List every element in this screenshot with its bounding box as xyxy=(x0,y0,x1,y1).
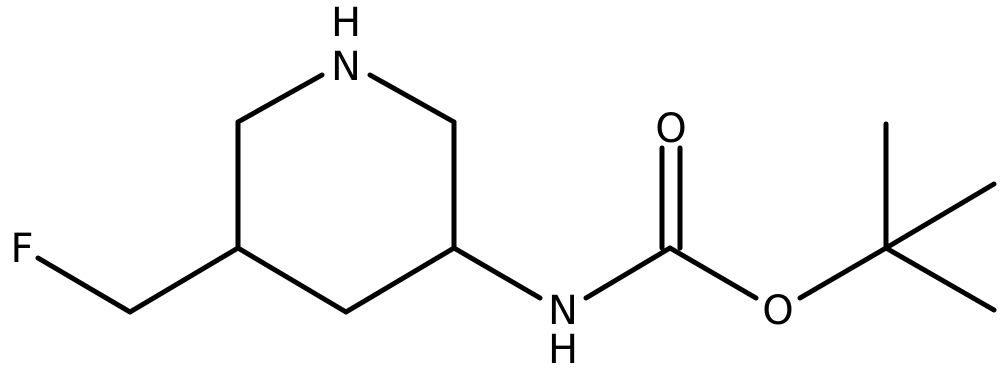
bonds xyxy=(35,72,997,315)
bond-tbu-me-right-up xyxy=(883,181,997,251)
bond-c3-ch2 xyxy=(127,245,241,315)
bond-c4-c5 xyxy=(343,245,457,315)
bond-c5-nh xyxy=(451,245,543,301)
fluorine-label: F xyxy=(10,226,33,272)
carbonyl-o-label: O xyxy=(655,106,686,152)
amide-h-label: H xyxy=(548,327,578,371)
bond-carbonyl-ester-o xyxy=(667,245,759,301)
bond-c6-n1 xyxy=(367,72,457,125)
bond-nh-carbonyl xyxy=(583,245,673,301)
ester-o-label: O xyxy=(762,288,793,334)
bond-n1-c2 xyxy=(235,72,325,125)
amide-n-label: N xyxy=(548,288,578,334)
bond-c3-c4 xyxy=(235,245,349,315)
bond-ester-o-tbu xyxy=(797,245,889,301)
bond-ch2-f xyxy=(35,255,133,315)
ring-nh-h-label: H xyxy=(331,0,361,46)
bond-tbu-me-right-down xyxy=(883,245,997,313)
ring-nh-n-label: N xyxy=(331,44,361,90)
atom-labels: H N F N H O O xyxy=(10,0,793,371)
